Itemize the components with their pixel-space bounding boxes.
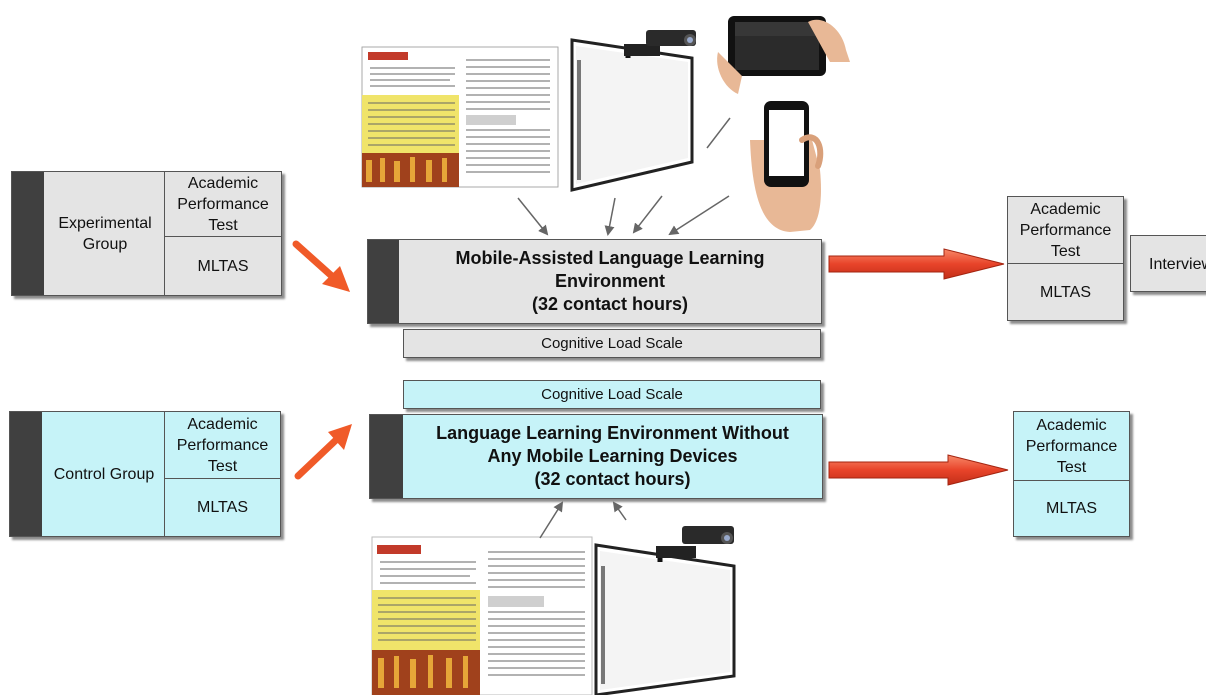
- post-experimental-mltas-label: MLTAS: [1040, 283, 1091, 301]
- control-mltas-label: MLTAS: [197, 499, 248, 516]
- interactive-whiteboard-icon: [594, 526, 736, 695]
- interviews-box: Interviews: [1130, 235, 1206, 292]
- post-experimental-box: Academic Performance Test MLTAS: [1007, 196, 1124, 321]
- lle-cognitive-load-box: Cognitive Load Scale: [403, 380, 821, 409]
- control-group-box: Control Group Academic Performance Test …: [9, 411, 281, 537]
- experimental-group-bar: [12, 172, 44, 295]
- control-group-bar: [10, 412, 42, 536]
- textbook-icon: [371, 536, 593, 695]
- malle-cognitive-load-box: Cognitive Load Scale: [403, 329, 821, 358]
- textbook-icon: [361, 46, 559, 188]
- lle-text: Language Learning Environment Without An…: [403, 415, 822, 498]
- lle-line2: Any Mobile Learning Devices: [487, 446, 738, 466]
- malle-bar: [368, 240, 399, 323]
- lle-to-posttest-arrow: [828, 454, 1009, 486]
- experimental-pretest-label: Academic Performance Test: [177, 174, 269, 234]
- experimental-group-label: Experimental Group: [58, 214, 152, 253]
- post-control-test-label: Academic Performance Test: [1025, 416, 1118, 476]
- malle-line3: (32 contact hours): [531, 294, 689, 314]
- post-control-box: Academic Performance Test MLTAS: [1013, 411, 1130, 537]
- post-experimental-test-label: Academic Performance Test: [1019, 200, 1112, 260]
- malle-line2: Environment: [554, 271, 665, 291]
- control-group-label: Control Group: [53, 465, 155, 483]
- malle-to-posttest-arrow: [828, 248, 1005, 280]
- experimental-mltas-label: MLTAS: [197, 257, 249, 275]
- post-control-mltas-label: MLTAS: [1046, 500, 1097, 517]
- interactive-whiteboard-icon: [570, 30, 696, 192]
- smartphone-icon: [750, 101, 824, 232]
- tablet-icon: [717, 16, 850, 94]
- lle-line3: (32 contact hours): [534, 469, 691, 489]
- lle-bar: [370, 415, 403, 498]
- malle-text: Mobile-Assisted Language Learning Enviro…: [399, 240, 821, 323]
- lle-line1: Language Learning Environment Without: [436, 423, 789, 443]
- malle-input-arrows: [517, 117, 731, 236]
- control-pretest-label: Academic Performance Test: [176, 415, 269, 475]
- lle-environment-box: Language Learning Environment Without An…: [369, 414, 823, 499]
- interviews-label: Interviews: [1149, 256, 1206, 273]
- control-to-lle-arrow: [294, 424, 352, 480]
- experimental-group-box: Experimental Group Academic Performance …: [11, 171, 282, 296]
- experimental-to-malle-arrow: [292, 240, 350, 292]
- lle-input-arrows: [539, 501, 627, 539]
- malle-line1: Mobile-Assisted Language Learning: [455, 248, 765, 268]
- malle-environment-box: Mobile-Assisted Language Learning Enviro…: [367, 239, 822, 324]
